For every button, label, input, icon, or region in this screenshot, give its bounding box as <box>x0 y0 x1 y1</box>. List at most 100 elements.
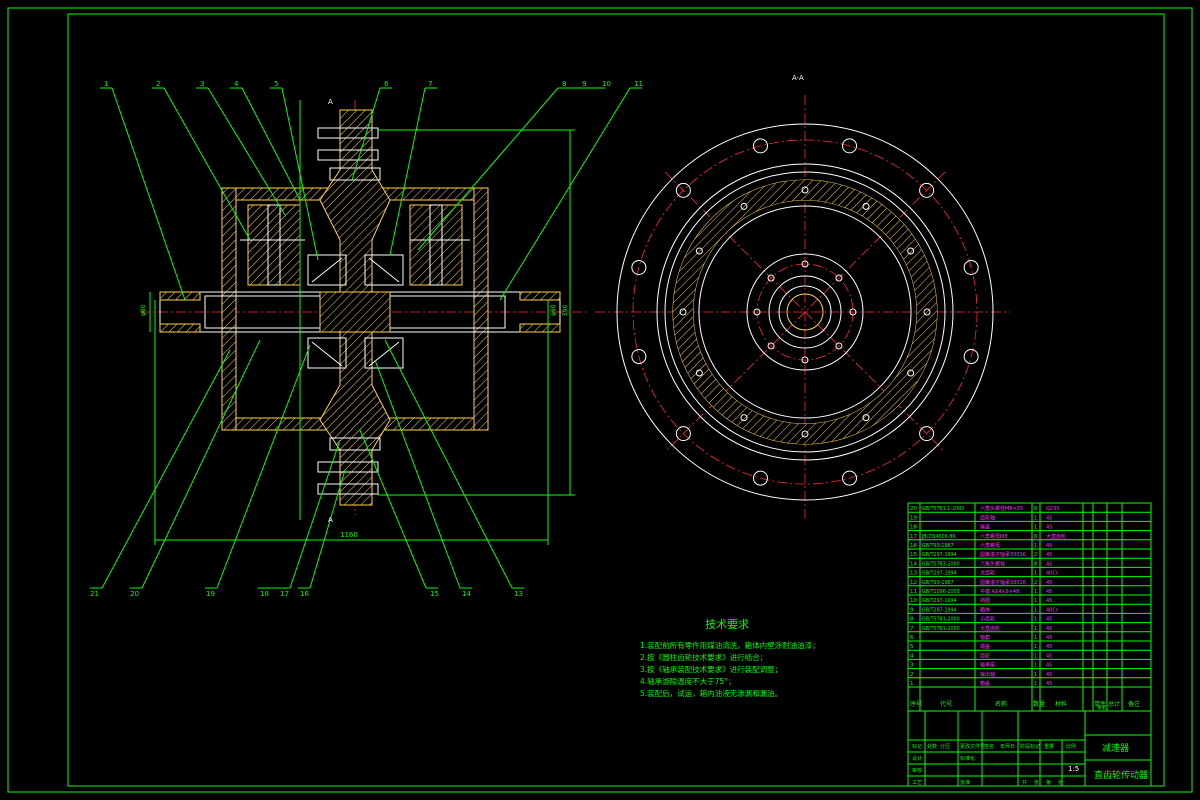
bom-cell: 8 <box>1034 561 1037 567</box>
tb-label-change: 更改文件号 <box>960 743 985 750</box>
dim-height: 590 <box>562 304 569 316</box>
bom-cell: 端盖 <box>980 643 990 650</box>
outer-bolt-hole <box>675 426 691 442</box>
bom-cell: 45 <box>1046 635 1052 641</box>
outer-bolt-hole <box>631 349 647 365</box>
bom-cell: 箱体 <box>980 606 990 613</box>
hub-bolt-hole <box>801 356 809 364</box>
inner-bolt-hole <box>801 186 809 194</box>
bom-cell: 六角头螺栓M8×25 <box>980 505 1023 512</box>
part-callout: 5 <box>274 80 278 88</box>
bom-cell: 六角头螺栓 <box>980 560 1005 567</box>
outer-bolt-hole <box>752 470 768 486</box>
bom-cell: 17 <box>910 534 917 540</box>
inner-border <box>67 13 1165 787</box>
bom-cell: 45 <box>1046 644 1052 650</box>
tb-label-sheet: 张 <box>1058 779 1063 786</box>
dim-overall-length: 1160 <box>340 531 358 539</box>
inner-bolt-hole <box>679 308 687 316</box>
part-callout: 8 <box>562 80 566 88</box>
bom-cell: 轴套 <box>980 634 990 641</box>
bom-cell: 10 <box>910 598 917 604</box>
bom-cell: 齿轮轴 <box>980 514 995 521</box>
bom-cell: 45 <box>1046 617 1052 623</box>
bom-cell: 45 <box>1046 552 1052 558</box>
bom-cell: 2 <box>1034 580 1037 586</box>
bom-cell: 8 <box>910 617 914 623</box>
bom-cell: 轴承座 <box>980 662 995 669</box>
inner-bolt-hole <box>907 369 915 377</box>
bom-cell: 1 <box>1034 672 1037 678</box>
bom-cell: 45 <box>1046 543 1052 549</box>
hub-bolt-hole <box>801 260 809 268</box>
part-callout: 21 <box>90 590 99 598</box>
bom-cell: 小齿轮 <box>980 616 995 623</box>
bom-cell: 1 <box>1034 626 1037 632</box>
outer-bolt-hole <box>752 138 768 154</box>
bom-cell: 16 <box>910 543 917 549</box>
bom-cell: 8 <box>1034 534 1037 540</box>
bom-cell: 1 <box>1034 681 1037 687</box>
outer-bolt-hole <box>919 426 935 442</box>
inner-bolt-hole <box>740 202 748 210</box>
bom-cell: GB/T93-1987 <box>922 543 954 549</box>
bom-cell: 14 <box>910 561 917 567</box>
hub-bolt-hole <box>753 308 761 316</box>
bom-cell: 20 <box>910 506 917 512</box>
bom-header-cell: 名称 <box>995 700 1007 708</box>
tb-label-standard: 标准化 <box>960 755 975 762</box>
bom-cell: 1 <box>1034 543 1037 549</box>
bom-cell: 45 <box>1046 626 1052 632</box>
bom-cell: 6 <box>910 635 914 641</box>
inner-bolt-hole <box>695 247 703 255</box>
tb-label-mark: 标记 <box>912 743 922 750</box>
bom-cell: GB/T297-1994 <box>922 571 957 577</box>
outer-bolt-hole <box>842 470 858 486</box>
bom-cell: 45 <box>1046 653 1052 659</box>
bom-cell: 15 <box>910 552 917 558</box>
outer-bolt-hole <box>963 259 979 275</box>
bom-cell: 1 <box>1034 607 1037 613</box>
bom-header-cell: 重量 <box>1097 704 1106 711</box>
bom-cell: 1 <box>1034 663 1037 669</box>
tb-label-count: 处数 <box>927 743 937 750</box>
part-callout: 17 <box>280 590 289 598</box>
end-view <box>595 95 1010 520</box>
bom-cell: 大直齿轮 <box>1046 533 1066 540</box>
inner-bolt-hole <box>801 430 809 438</box>
bom-cell: GB/T5781.1-2000 <box>922 506 964 512</box>
inner-bolt-hole <box>862 202 870 210</box>
bolt-holes <box>631 138 979 486</box>
part-callout: 16 <box>300 590 309 598</box>
bom-cell: 1 <box>1034 515 1037 521</box>
tech-item-5: 5.装配后，试运，箱内油液无渗漏和漏油。 <box>640 688 782 698</box>
tb-label-no: 第 <box>1046 779 1051 786</box>
bom-cell: JB/ZQ4606-86 <box>921 534 955 540</box>
bom-cell: 平键 A14×9×48 <box>980 588 1019 595</box>
bom-header-cell: 序号 <box>910 700 922 708</box>
part-callout: 14 <box>462 590 471 598</box>
part-callout: 7 <box>428 80 432 88</box>
section-view <box>90 87 642 589</box>
bom-cell: 4 <box>910 653 914 659</box>
tb-label-approve: 批准 <box>960 779 970 786</box>
part-callout: 6 <box>384 80 389 88</box>
cut-marker-top: A <box>328 98 333 106</box>
bom-cell: 圆锥滚子轴承33016 <box>980 551 1026 558</box>
part-callout: 4 <box>234 80 239 88</box>
bom-cell: 1 <box>1034 653 1037 659</box>
bom-cell: 45 <box>1046 525 1052 531</box>
hub-bolt-hole <box>849 308 857 316</box>
tb-label-weight: 重量 <box>1044 743 1054 750</box>
bom-cell: 2 <box>910 672 914 678</box>
bom-cell: 45 <box>1046 589 1052 595</box>
bom-cell: 19 <box>910 515 917 521</box>
bom-cell: 3 <box>910 663 914 669</box>
inner-bolt-hole <box>923 308 931 316</box>
bom-cell: 45 <box>1046 515 1052 521</box>
part-callout: 10 <box>602 80 611 88</box>
part-callout: 18 <box>260 590 269 598</box>
tech-item-2: 2.按《圆柱齿轮技术要求》进行啮合； <box>640 652 767 662</box>
